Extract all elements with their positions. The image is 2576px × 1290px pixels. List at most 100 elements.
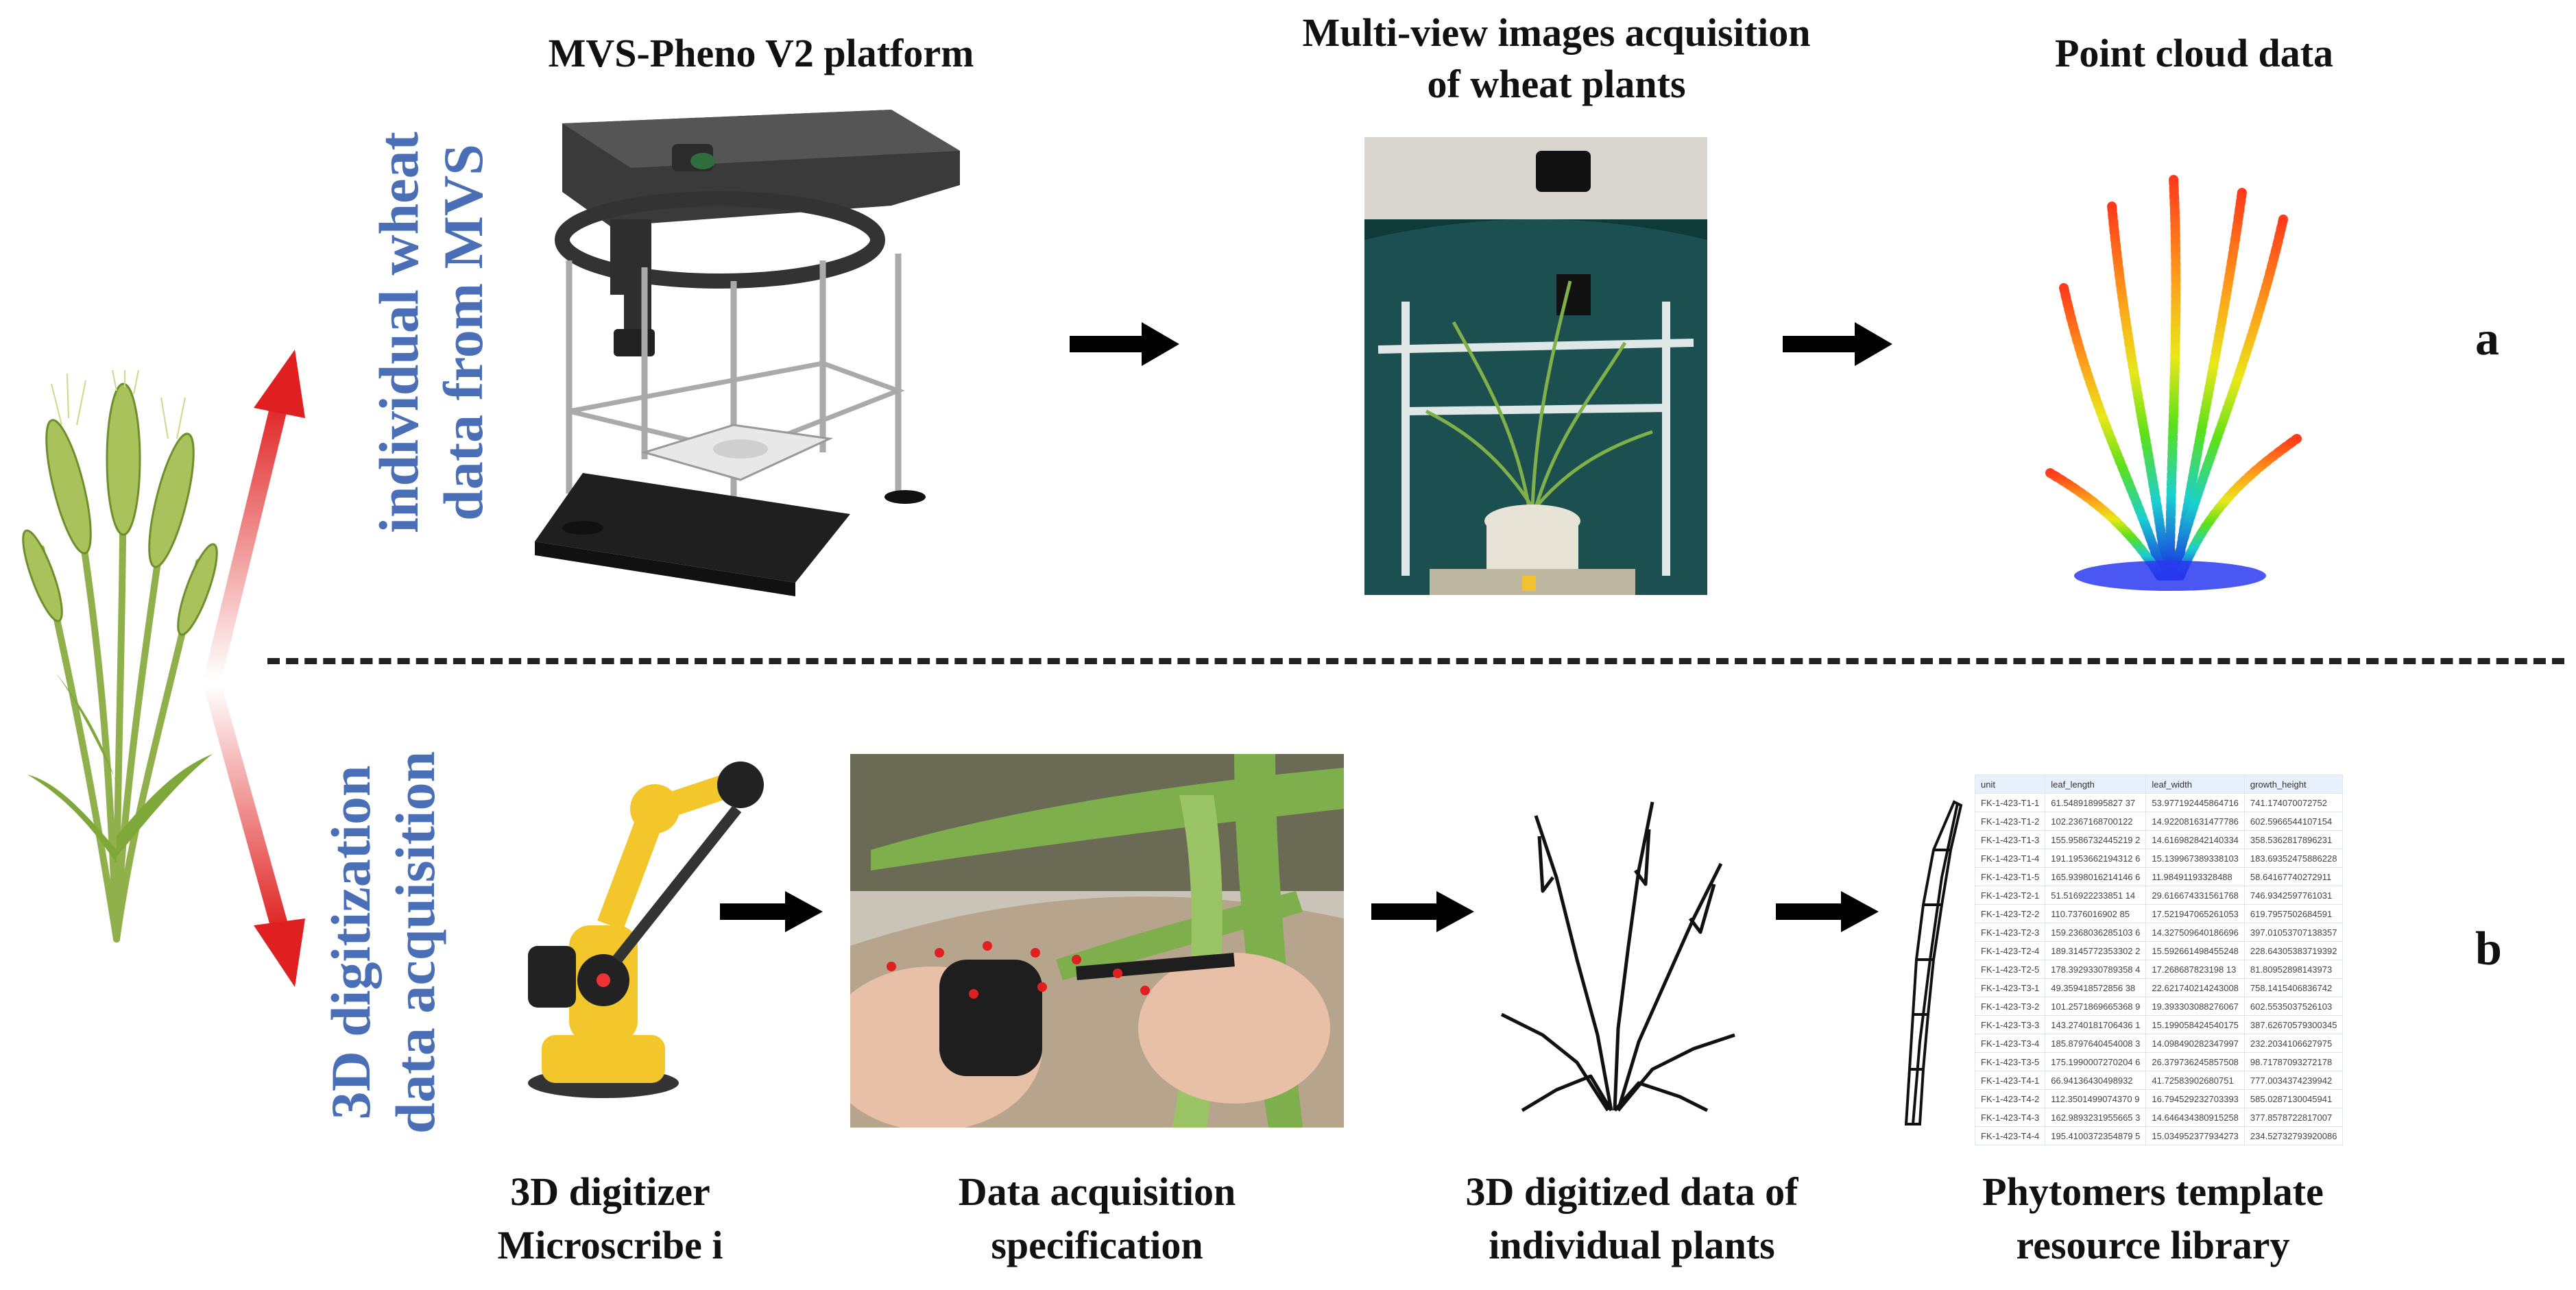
table-cell: 101.2571869665368 9 bbox=[2045, 997, 2147, 1016]
title-multiview-line2: of wheat plants bbox=[1427, 62, 1686, 107]
table-cell: 15.592661498455248 bbox=[2145, 941, 2245, 960]
caption-spec-line1: Data acquisition bbox=[958, 1169, 1236, 1214]
table-cell: 51.516922233851 14 bbox=[2045, 886, 2147, 905]
table-cell: 15.199058424540175 bbox=[2145, 1015, 2245, 1034]
arrow-right-icon bbox=[720, 891, 823, 932]
table-cell: FK-1-423-T3-3 bbox=[1975, 1015, 2046, 1034]
arrow-right-icon bbox=[1783, 322, 1892, 366]
caption-digitizer-line2: Microscribe i bbox=[497, 1223, 723, 1268]
table-cell: 195.4100372354879 5 bbox=[2045, 1126, 2147, 1145]
caption-spec-line2: specification bbox=[991, 1223, 1203, 1268]
caption-library-line1: Phytomers template bbox=[1982, 1169, 2324, 1214]
table-cell: FK-1-423-T4-3 bbox=[1975, 1108, 2046, 1127]
caption-digitized-line1: 3D digitized data of bbox=[1465, 1169, 1798, 1214]
arrow-right-icon bbox=[1070, 322, 1179, 366]
top-side-label: individual wheat data from MVS bbox=[367, 120, 511, 545]
table-cell: FK-1-423-T1-5 bbox=[1975, 867, 2046, 886]
table-cell: 14.327509640186696 bbox=[2145, 923, 2245, 942]
table-cell: 185.8797640454008 3 bbox=[2045, 1034, 2147, 1053]
table-cell: 741.174070072752 bbox=[2243, 793, 2344, 812]
bottom-side-label-line2: data acquisition bbox=[384, 751, 447, 1134]
arrow-right-icon bbox=[1776, 891, 1879, 932]
table-cell: 183.69352475886228 bbox=[2243, 849, 2344, 868]
table-cell: FK-1-423-T2-5 bbox=[1975, 960, 2046, 979]
table-cell: FK-1-423-T3-4 bbox=[1975, 1034, 2046, 1053]
table-cell: 53.977192445864716 bbox=[2145, 793, 2245, 812]
table-cell: FK-1-423-T4-1 bbox=[1975, 1071, 2046, 1090]
table-cell: 61.548918995827 37 bbox=[2045, 793, 2147, 812]
table-cell: 602.5966544107154 bbox=[2243, 812, 2344, 831]
bottom-side-label-line1: 3D digitization bbox=[320, 765, 382, 1120]
title-multiview: Multi-view images acquisition of wheat p… bbox=[1207, 7, 1906, 110]
table-cell: 17.268687823198 13 bbox=[2145, 960, 2245, 979]
top-side-label-line1: individual wheat bbox=[368, 132, 430, 533]
table-cell: FK-1-423-T1-2 bbox=[1975, 812, 2046, 831]
table-cell: 175.1990007270204 6 bbox=[2045, 1052, 2147, 1071]
wheat-plant-image bbox=[22, 370, 218, 942]
table-cell: 155.9586732445219 2 bbox=[2045, 830, 2147, 849]
table-cell: 228.64305383719392 bbox=[2243, 941, 2344, 960]
table-header-cell: leaf_length bbox=[2045, 775, 2147, 794]
caption-library-line2: resource library bbox=[2016, 1223, 2290, 1268]
table-cell: FK-1-423-T1-3 bbox=[1975, 830, 2046, 849]
table-cell: FK-1-423-T3-5 bbox=[1975, 1052, 2046, 1071]
top-side-label-line2: data from MVS bbox=[432, 144, 495, 521]
table-cell: 159.2368036285103 6 bbox=[2045, 923, 2147, 942]
table-cell: 17.521947065261053 bbox=[2145, 904, 2245, 923]
section-divider bbox=[267, 658, 2564, 664]
table-cell: 22.621740214243008 bbox=[2145, 978, 2245, 997]
table-cell: FK-1-423-T2-3 bbox=[1975, 923, 2046, 942]
caption-digitizer: 3D digitizer Microscribe i bbox=[439, 1165, 782, 1273]
table-cell: FK-1-423-T3-1 bbox=[1975, 978, 2046, 997]
table-cell: 15.034952377934273 bbox=[2145, 1126, 2245, 1145]
table-cell: 14.646434380915258 bbox=[2145, 1108, 2245, 1127]
table-cell: 14.098490282347997 bbox=[2145, 1034, 2245, 1053]
table-cell: 162.9893231955665 3 bbox=[2045, 1108, 2147, 1127]
table-cell: 66.94136430498932 bbox=[2045, 1071, 2147, 1090]
table-cell: FK-1-423-T2-1 bbox=[1975, 886, 2046, 905]
table-header-cell: leaf_width bbox=[2145, 775, 2245, 794]
panel-label-a: a bbox=[2475, 313, 2499, 365]
table-cell: 110.7376016902 85 bbox=[2045, 904, 2147, 923]
caption-digitized: 3D digitized data of individual plants bbox=[1412, 1165, 1851, 1273]
table-cell: FK-1-423-T1-1 bbox=[1975, 793, 2046, 812]
table-cell: 619.7957502684591 bbox=[2243, 904, 2344, 923]
table-cell: 102.2367168700122 bbox=[2045, 812, 2147, 831]
arrow-up-icon bbox=[204, 350, 305, 681]
table-cell: 746.9342597761031 bbox=[2243, 886, 2344, 905]
table-cell: 19.393303088276067 bbox=[2145, 997, 2245, 1016]
title-platform: MVS-Pheno V2 platform bbox=[548, 31, 974, 75]
caption-library: Phytomers template resource library bbox=[1947, 1165, 2359, 1273]
table-cell: 11.98491193328488 bbox=[2145, 867, 2245, 886]
table-cell: 98.71787093272178 bbox=[2243, 1052, 2344, 1071]
table-cell: 14.616982842140334 bbox=[2145, 830, 2245, 849]
table-cell: 41.72583902680751 bbox=[2145, 1071, 2245, 1090]
table-cell: 26.379736245857508 bbox=[2145, 1052, 2245, 1071]
table-cell: 232.2034106627975 bbox=[2243, 1034, 2344, 1053]
table-cell: 397.01053707138357 bbox=[2243, 923, 2344, 942]
table-cell: 81.80952898143973 bbox=[2243, 960, 2344, 979]
table-cell: 15.139967389338103 bbox=[2145, 849, 2245, 868]
table-cell: 358.5362817896231 bbox=[2243, 830, 2344, 849]
multiview-photo bbox=[1364, 137, 1707, 595]
table-cell: FK-1-423-T2-2 bbox=[1975, 904, 2046, 923]
data-acquisition-photo bbox=[850, 754, 1344, 1128]
table-cell: 191.1953662194312 6 bbox=[2045, 849, 2147, 868]
caption-spec: Data acquisition specification bbox=[912, 1165, 1282, 1273]
red-arrows bbox=[204, 350, 305, 987]
table-cell: 165.9398016214146 6 bbox=[2045, 867, 2147, 886]
table-cell: 387.62670579300345 bbox=[2243, 1015, 2344, 1034]
digitizer-image bbox=[528, 762, 764, 1098]
